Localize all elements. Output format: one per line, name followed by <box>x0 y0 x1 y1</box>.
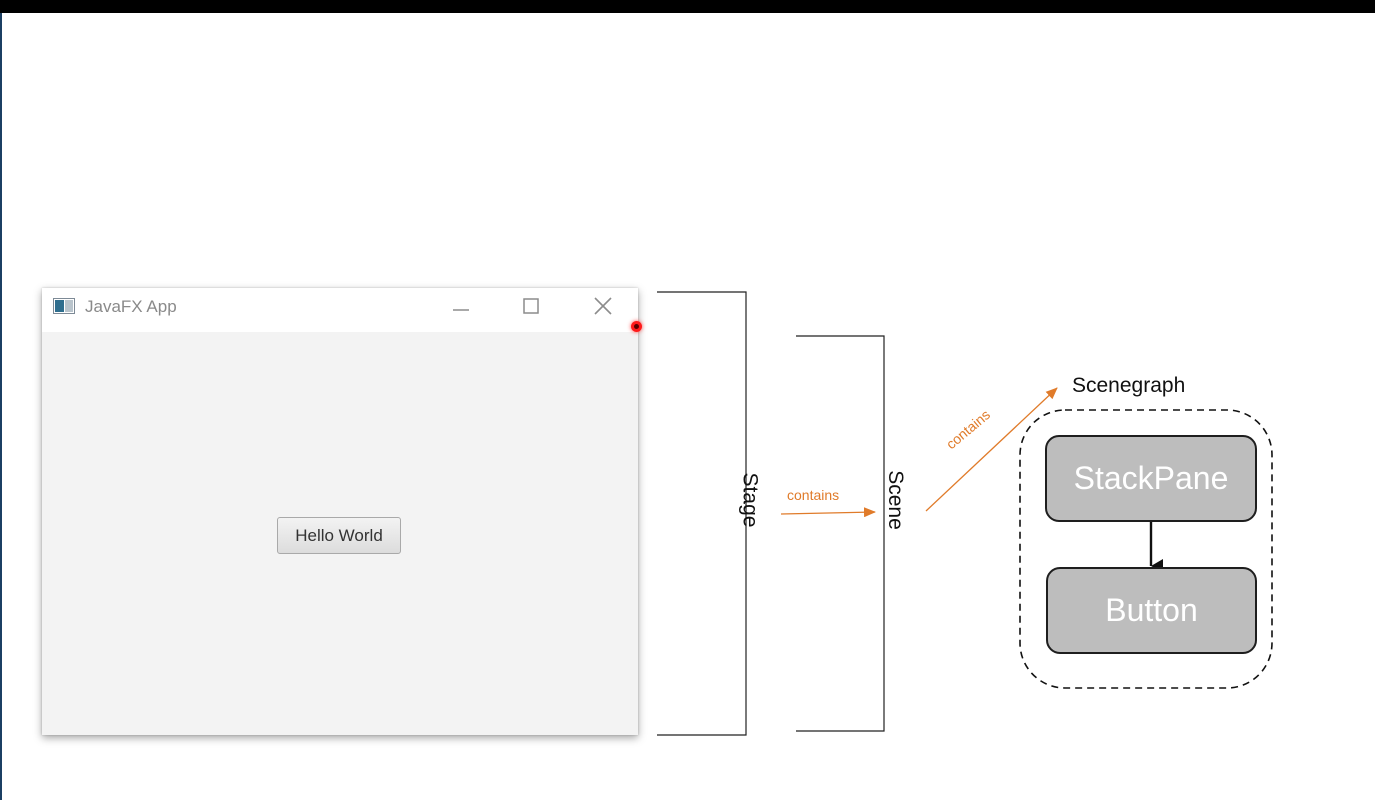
cursor-indicator <box>631 321 642 332</box>
window-title: JavaFX App <box>85 297 177 316</box>
scene-label: Scene <box>883 470 907 530</box>
contains-arrow-1 <box>780 507 876 518</box>
close-icon[interactable] <box>588 294 618 320</box>
scene-bracket <box>796 335 885 732</box>
scenegraph-label: Scenegraph <box>1072 374 1186 397</box>
javafx-window: JavaFX App Hello World <box>42 288 638 735</box>
window-titlebar[interactable]: JavaFX App <box>42 288 638 332</box>
top-bar <box>0 0 1375 13</box>
contains-label-stage-scene: contains <box>787 487 840 503</box>
button-node: Button <box>1046 567 1257 654</box>
maximize-icon[interactable] <box>516 294 546 320</box>
app-icon <box>53 298 75 314</box>
hello-world-button[interactable]: Hello World <box>277 517 401 554</box>
scenegraph-container <box>1019 409 1273 689</box>
stage-label: Stage <box>738 472 762 528</box>
stage-bracket <box>657 291 747 736</box>
left-edge <box>0 13 2 800</box>
minimize-icon[interactable] <box>446 294 476 320</box>
stackpane-node: StackPane <box>1045 435 1257 522</box>
contains-arrow-2 <box>925 387 1058 512</box>
